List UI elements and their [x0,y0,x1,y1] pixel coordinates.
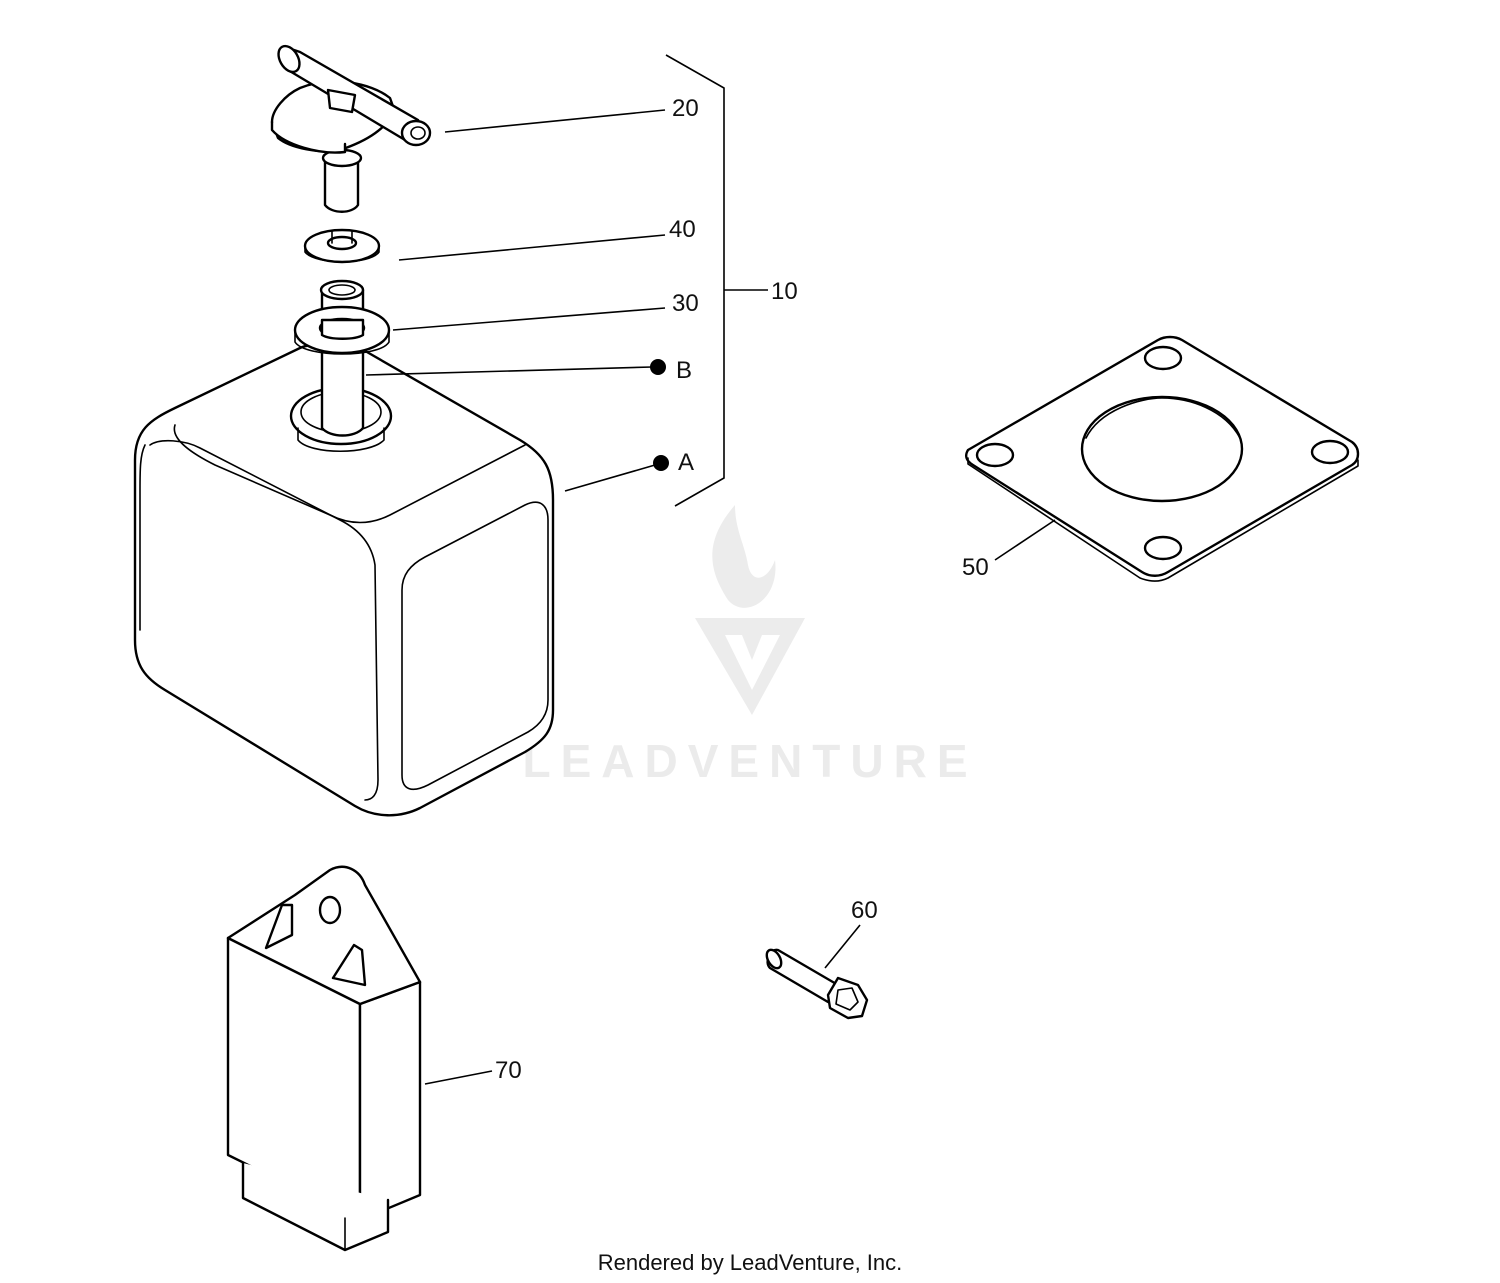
rendered-by-credit: Rendered by LeadVenture, Inc. [598,1250,903,1275]
leader-A [564,464,656,492]
callout-B: B [676,357,692,384]
washer-part-40 [303,228,381,264]
fuel-tank [133,343,555,817]
pickup-tube [319,279,365,437]
watermark-text: LEADVENTURE [522,735,977,787]
leader-60 [824,924,861,969]
callout-40: 40 [669,216,696,243]
fuel-valve-part-20 [270,44,432,213]
assembly-bracket-10 [665,54,725,507]
callout-20: 20 [672,95,699,122]
callout-30: 30 [672,290,699,317]
leader-30 [392,307,666,331]
control-module-part-70 [226,865,422,1252]
leader-50 [994,519,1056,561]
callout-A: A [678,449,694,476]
callout-60: 60 [851,897,878,924]
callout-10: 10 [771,278,798,305]
reference-dot-A [653,455,669,471]
leader-B [365,366,653,376]
grommet-part-30 [293,305,391,355]
leader-70 [424,1070,493,1085]
watermark: LEADVENTURE [522,505,977,787]
reference-dot-B [650,359,666,375]
callout-50: 50 [962,554,989,581]
leader-40 [398,234,666,261]
watermark-v-icon [695,618,805,715]
gasket-part-50 [964,335,1360,582]
leader-20 [444,109,666,133]
bolt-part-60 [765,948,869,1020]
callout-70: 70 [495,1057,522,1084]
watermark-flame-icon [712,505,776,608]
